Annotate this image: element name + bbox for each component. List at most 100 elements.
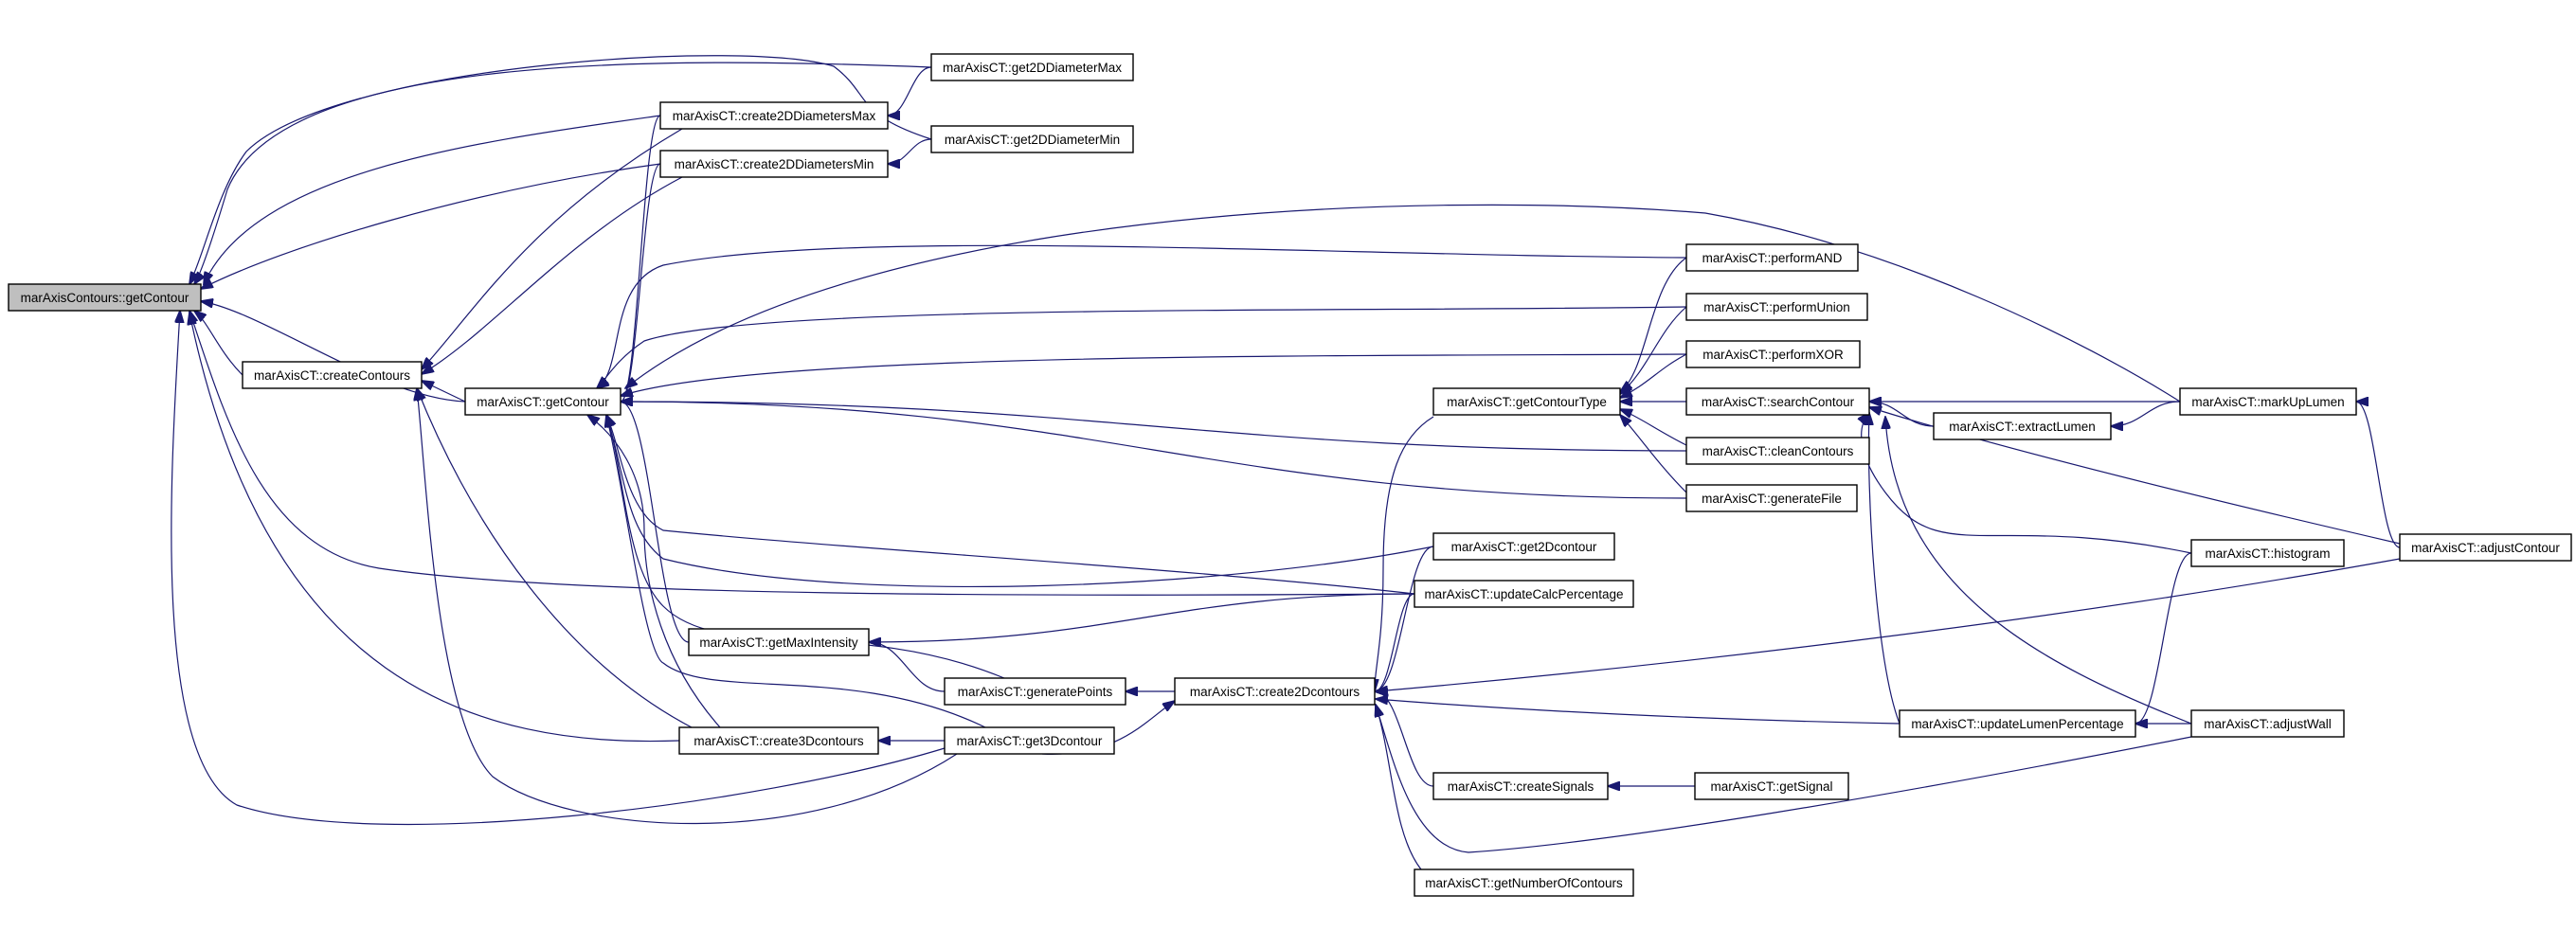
node-root[interactable]: marAxisContours::getContour xyxy=(8,283,202,312)
edge-get2DDiameterMin-to-create2DDiametersMin xyxy=(888,138,932,164)
edge-markUpLumen-to-extractLumen xyxy=(2111,401,2181,426)
edge-updateLumenPercentage-to-searchContour xyxy=(1868,413,1900,725)
node-create2Dcontours[interactable]: marAxisCT::create2Dcontours xyxy=(1174,677,1376,706)
node-label: marAxisCT::create2Dcontours xyxy=(1190,685,1360,699)
node-box xyxy=(1685,387,1870,416)
edge-get3Dcontour-to-root xyxy=(171,311,946,826)
edge-updateCalcPercentage-to-getContour xyxy=(606,415,1415,595)
node-updateLumenPercentage[interactable]: marAxisCT::updateLumenPercentage xyxy=(1899,709,2136,738)
node-label: marAxisCT::getMaxIntensity xyxy=(699,636,858,650)
node-box xyxy=(944,726,1115,755)
node-histogram[interactable]: marAxisCT::histogram xyxy=(2190,539,2345,567)
node-box xyxy=(1432,387,1621,416)
node-box xyxy=(1414,580,1634,608)
node-label: marAxisCT::adjustWall xyxy=(2204,717,2332,731)
edge-updateLumenPercentage-to-create2Dcontours xyxy=(1376,699,1900,725)
edge-performXOR-to-getContour xyxy=(621,353,1687,396)
node-updateCalcPercentage[interactable]: marAxisCT::updateCalcPercentage xyxy=(1414,580,1634,608)
node-box xyxy=(659,150,889,178)
node-box xyxy=(1685,437,1870,465)
edge-get2DDiameterMin-to-root xyxy=(189,55,932,284)
node-label: marAxisCT::get2Dcontour xyxy=(1451,540,1597,554)
node-generateFile[interactable]: marAxisCT::generateFile xyxy=(1685,484,1858,512)
edge-getNumberOfContours-to-create2Dcontours xyxy=(1376,705,1422,870)
node-box xyxy=(1414,868,1634,897)
edge-performXOR-to-getContourType xyxy=(1620,353,1687,398)
node-cleanContours[interactable]: marAxisCT::cleanContours xyxy=(1685,437,1870,465)
node-label: marAxisCT::performXOR xyxy=(1702,348,1844,362)
node-box xyxy=(1685,484,1858,512)
edge-generatePoints-to-getMaxIntensity xyxy=(869,642,946,692)
node-box xyxy=(1432,772,1609,800)
node-box xyxy=(1685,243,1859,272)
edge-create2DDiametersMax-to-getContour xyxy=(621,115,661,402)
node-get2Dcontour[interactable]: marAxisCT::get2Dcontour xyxy=(1432,532,1615,561)
node-generatePoints[interactable]: marAxisCT::generatePoints xyxy=(944,677,1126,706)
edge-histogram-to-updateLumenPercentage xyxy=(2135,552,2192,724)
node-create3Dcontours[interactable]: marAxisCT::create3Dcontours xyxy=(678,726,879,755)
node-label: marAxisCT::updateCalcPercentage xyxy=(1424,587,1623,601)
edge-getMaxIntensity-to-getContour xyxy=(621,402,690,643)
node-label: marAxisContours::getContour xyxy=(21,291,189,305)
node-box xyxy=(659,101,889,130)
node-label: marAxisCT::performUnion xyxy=(1703,300,1850,314)
node-createSignals[interactable]: marAxisCT::createSignals xyxy=(1432,772,1609,800)
node-create2DDiametersMax[interactable]: marAxisCT::create2DDiametersMax xyxy=(659,101,889,130)
node-label: marAxisCT::create2DDiametersMin xyxy=(675,157,874,171)
node-box xyxy=(242,361,423,389)
edge-generateFile-to-getContour xyxy=(621,402,1687,499)
edge-get2DDiameterMax-to-create2DDiametersMax xyxy=(888,66,932,116)
edge-create2DDiametersMax-to-root xyxy=(204,115,661,284)
edge-adjustContour-to-create2Dcontours xyxy=(1376,558,2401,691)
edge-create3Dcontours-to-root xyxy=(189,313,680,743)
node-box xyxy=(8,283,202,312)
edge-updateCalcPercentage-to-root xyxy=(189,311,1415,596)
node-label: marAxisCT::generateFile xyxy=(1702,492,1842,506)
edge-create3Dcontours-to-createContours xyxy=(417,388,693,728)
edge-adjustWall-to-searchContour xyxy=(1885,417,2192,725)
edge-get2Dcontour-to-create2Dcontours xyxy=(1375,546,1434,691)
node-getContourType[interactable]: marAxisCT::getContourType xyxy=(1432,387,1621,416)
node-extractLumen[interactable]: marAxisCT::extractLumen xyxy=(1933,412,2112,440)
edge-get2DDiameterMax-to-root xyxy=(194,62,932,284)
node-getMaxIntensity[interactable]: marAxisCT::getMaxIntensity xyxy=(688,628,870,656)
node-box xyxy=(1432,532,1615,561)
node-create2DDiametersMin[interactable]: marAxisCT::create2DDiametersMin xyxy=(659,150,889,178)
node-get3Dcontour[interactable]: marAxisCT::get3Dcontour xyxy=(944,726,1115,755)
node-markUpLumen[interactable]: marAxisCT::markUpLumen xyxy=(2179,387,2357,416)
node-label: marAxisCT::get2DDiameterMin xyxy=(945,133,1120,147)
node-getNumberOfContours[interactable]: marAxisCT::getNumberOfContours xyxy=(1414,868,1634,897)
node-box xyxy=(1899,709,2136,738)
edge-performAND-to-getContourType xyxy=(1620,257,1687,392)
node-label: marAxisCT::getSignal xyxy=(1710,779,1832,794)
node-box xyxy=(1933,412,2112,440)
node-createContours[interactable]: marAxisCT::createContours xyxy=(242,361,423,389)
node-box xyxy=(678,726,879,755)
edge-performUnion-to-getContourType xyxy=(1620,306,1687,394)
edge-create2DDiametersMin-to-root xyxy=(201,163,661,289)
node-box xyxy=(2190,709,2345,738)
edge-get3Dcontour-to-createContours xyxy=(417,388,958,825)
node-adjustContour[interactable]: marAxisCT::adjustContour xyxy=(2399,533,2572,562)
node-searchContour[interactable]: marAxisCT::searchContour xyxy=(1685,387,1870,416)
node-box xyxy=(930,53,1134,81)
node-label: marAxisCT::generatePoints xyxy=(958,685,1113,699)
node-getContour[interactable]: marAxisCT::getContour xyxy=(464,387,621,416)
node-get2DDiameterMax[interactable]: marAxisCT::get2DDiameterMax xyxy=(930,53,1134,81)
graph-edges xyxy=(171,55,2401,870)
node-label: marAxisCT::performAND xyxy=(1702,251,1843,265)
node-label: marAxisCT::getContour xyxy=(477,395,609,409)
edge-performUnion-to-getContour xyxy=(597,306,1687,388)
node-getSignal[interactable]: marAxisCT::getSignal xyxy=(1694,772,1849,800)
node-performUnion[interactable]: marAxisCT::performUnion xyxy=(1685,293,1868,321)
node-label: marAxisCT::createContours xyxy=(254,368,410,383)
edge-create2DDiametersMin-to-getContour xyxy=(621,163,661,402)
node-box xyxy=(944,677,1126,706)
node-adjustWall[interactable]: marAxisCT::adjustWall xyxy=(2190,709,2345,738)
node-performXOR[interactable]: marAxisCT::performXOR xyxy=(1685,340,1861,368)
node-label: marAxisCT::get3Dcontour xyxy=(957,734,1103,748)
node-performAND[interactable]: marAxisCT::performAND xyxy=(1685,243,1859,272)
edge-adjustContour-to-searchContour xyxy=(1869,407,2401,545)
node-get2DDiameterMin[interactable]: marAxisCT::get2DDiameterMin xyxy=(930,125,1134,153)
